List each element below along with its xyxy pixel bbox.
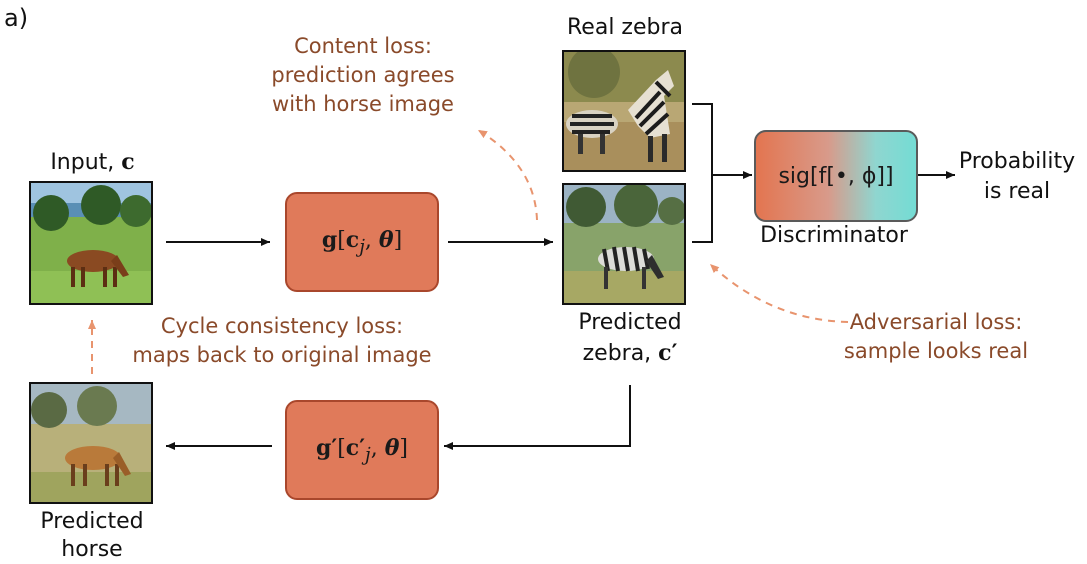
dashed-arrow-content xyxy=(477,129,538,221)
inverse-generator-arg: c′ xyxy=(345,434,365,461)
generator-param: θ xyxy=(378,226,394,253)
generator-arg: c xyxy=(345,226,360,253)
generator-box: g[cj, θ] xyxy=(285,192,439,292)
input-label-text: Input, xyxy=(50,150,122,175)
inverse-generator-expression: g′[c′j, θ] xyxy=(316,434,408,466)
adversarial-loss-line2: sample looks real xyxy=(843,339,1029,363)
input-label: Input, c xyxy=(30,148,155,177)
inverse-generator-param: θ xyxy=(384,434,400,461)
adversarial-loss-label: Adversarial loss: sample looks real xyxy=(836,308,1036,366)
predicted-zebra-label: Predicted zebra, c′ xyxy=(548,308,712,369)
predicted-zebra-line1: Predicted xyxy=(578,310,682,335)
generator-expression: g[cj, θ] xyxy=(321,226,403,258)
generator-fn: g xyxy=(321,226,338,253)
discriminator-label: Discriminator xyxy=(760,223,908,248)
output-label: Probability is real xyxy=(952,147,1082,207)
output-line2: is real xyxy=(983,179,1051,204)
adversarial-loss-line1: Adversarial loss: xyxy=(849,310,1023,334)
content-loss-line3: with horse image xyxy=(272,92,454,116)
cycle-loss-label: Cycle consistency loss: maps back to ori… xyxy=(112,312,452,370)
generator-sub: j xyxy=(359,236,365,258)
predicted-horse-label: Predicted horse xyxy=(24,508,160,564)
inverse-generator-sub: j xyxy=(365,444,371,466)
predicted-horse-image xyxy=(29,382,153,504)
cycle-loss-line2: maps back to original image xyxy=(132,343,432,367)
real-zebra-label: Real zebra xyxy=(567,15,683,40)
real-zebra-image xyxy=(562,50,686,172)
content-loss-line1: Content loss: xyxy=(294,34,432,58)
predicted-horse-line1: Predicted xyxy=(40,509,144,534)
predicted-zebra-line2: zebra, xyxy=(582,341,659,366)
input-horse-image xyxy=(29,181,153,305)
discriminator-box: sig[f[•, ϕ]] xyxy=(754,130,918,222)
content-loss-label: Content loss: prediction agrees with hor… xyxy=(250,32,476,119)
input-symbol: c xyxy=(121,149,135,175)
cycle-loss-line1: Cycle consistency loss: xyxy=(160,314,404,338)
dashed-arrow-adversarial xyxy=(709,263,849,323)
predicted-zebra-image xyxy=(562,183,686,305)
bracket-to-discriminator xyxy=(692,103,713,243)
content-loss-line2: prediction agrees xyxy=(271,63,455,87)
predicted-zebra-symbol: c′ xyxy=(658,340,678,366)
panel-label: a) xyxy=(4,4,29,32)
inverse-generator-fn: g′ xyxy=(316,434,338,461)
arrow-predicted-to-inverse xyxy=(444,385,631,450)
output-line1: Probability xyxy=(958,149,1076,174)
discriminator-expression: sig[f[•, ϕ]] xyxy=(778,163,894,189)
predicted-horse-line2: horse xyxy=(61,537,123,562)
inverse-generator-box: g′[c′j, θ] xyxy=(285,400,439,500)
